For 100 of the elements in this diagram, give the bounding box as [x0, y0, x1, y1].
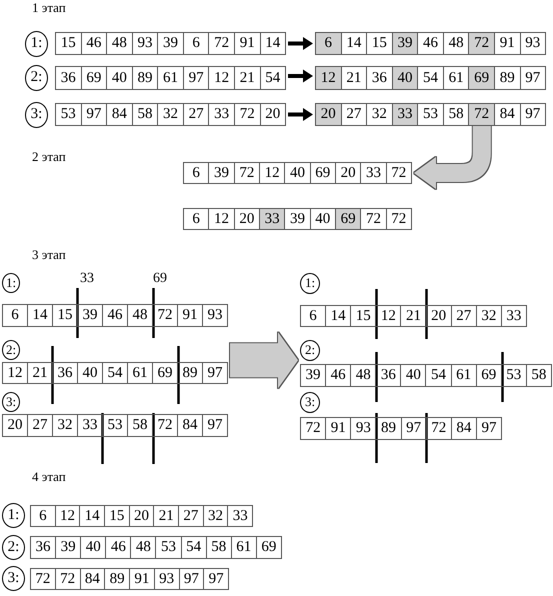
number-cell: 46: [102, 305, 127, 326]
number-cell: 15: [52, 305, 77, 326]
number-cell: 93: [154, 569, 178, 589]
number-cell: 39: [284, 209, 310, 229]
number-cell: 61: [127, 363, 152, 383]
process-number-circle: 1:: [2, 503, 25, 528]
number-cell: 97: [520, 67, 546, 89]
number-cell: 84: [106, 104, 132, 125]
number-cell: 15: [104, 506, 129, 526]
shaded-number-cell: 72: [468, 104, 494, 125]
shaded-number-cell: 6: [316, 33, 341, 54]
number-cell: 72: [152, 305, 177, 326]
number-cell: 97: [80, 104, 106, 125]
number-cell: 12: [258, 163, 284, 183]
stage-heading: 4 этап: [32, 469, 66, 485]
number-array: [2, 362, 228, 384]
number-cell: 61: [157, 67, 183, 89]
block-arrow: [230, 332, 298, 388]
number-cell: 20: [334, 163, 360, 183]
number-cell: 6: [182, 33, 208, 54]
number-cell: 54: [180, 537, 206, 558]
number-cell-text: 36: [34, 538, 52, 557]
number-cell: 33: [77, 415, 102, 436]
number-cell: 32: [52, 415, 77, 436]
number-cell: 53: [102, 415, 127, 436]
number-cell-text: 15: [60, 34, 77, 53]
number-cell: 54: [417, 67, 443, 89]
number-cell-text: 6: [308, 307, 318, 326]
number-cell: 69: [476, 365, 501, 386]
number-cell-text: 6: [191, 210, 201, 229]
number-cell: 48: [130, 537, 156, 558]
number-cell: 97: [400, 418, 426, 439]
number-cell: 21: [340, 67, 366, 89]
number-cell: 58: [526, 365, 551, 386]
number-cell: 72: [54, 569, 80, 589]
number-cell: 36: [375, 365, 400, 386]
number-array: [315, 32, 546, 55]
number-cell-text: 72: [34, 570, 52, 589]
process-number-circle: 3:: [2, 392, 20, 412]
number-cell-text: 72: [304, 419, 322, 438]
number-cell: 14: [340, 33, 366, 54]
number-cell: 46: [325, 365, 350, 386]
number-cell: 14: [325, 306, 350, 326]
number-cell: 39: [77, 305, 102, 326]
stage-heading: 1 этап: [32, 0, 66, 16]
number-cell: 12: [375, 306, 400, 326]
number-array: [300, 417, 502, 440]
number-cell: 97: [202, 415, 227, 436]
process-number-circle: 3:: [25, 102, 48, 128]
process-number-circle: 2:: [300, 340, 320, 361]
number-cell: 91: [129, 569, 154, 589]
shaded-number-cell: 39: [392, 33, 418, 54]
number-cell-text: 6: [191, 164, 201, 183]
number-cell: 72: [426, 418, 451, 439]
number-cell: 33: [208, 104, 234, 125]
number-cell: 21: [153, 506, 178, 526]
number-array: [315, 103, 546, 126]
shaded-number-cell: 40: [392, 67, 418, 89]
number-cell: 14: [27, 305, 52, 326]
process-number-circle: 2:: [2, 535, 25, 560]
number-cell-text: 12: [6, 364, 24, 383]
number-array: [183, 162, 412, 184]
number-cell: 32: [476, 306, 501, 326]
number-cell: 97: [178, 569, 204, 589]
number-cell-text: 53: [60, 105, 77, 124]
number-cell: 32: [202, 506, 228, 526]
number-cell: 27: [182, 104, 208, 125]
arrow: [288, 70, 313, 82]
number-cell: 72: [152, 415, 177, 436]
number-cell: 58: [206, 537, 231, 558]
process-number-circle: 1:: [25, 31, 48, 57]
number-cell: 12: [54, 506, 80, 526]
number-cell: 54: [425, 365, 451, 386]
number-array: [30, 505, 253, 527]
stage-heading: 3 этап: [32, 247, 66, 263]
shaded-number-cell: 69: [468, 67, 494, 89]
number-cell: 84: [494, 104, 520, 125]
number-cell-text: 20: [6, 416, 24, 435]
number-cell: 84: [177, 415, 202, 436]
number-cell: 97: [202, 363, 227, 383]
number-array: [30, 568, 229, 590]
number-cell: 72: [234, 104, 260, 125]
number-cell: 33: [227, 506, 252, 526]
number-cell: 72: [386, 163, 411, 183]
number-cell: 27: [340, 104, 366, 125]
number-cell: 39: [55, 537, 80, 558]
number-cell: 53: [500, 365, 526, 386]
number-cell: 72: [234, 163, 259, 183]
number-cell: 93: [132, 33, 158, 54]
shaded-number-cell: 33: [258, 209, 284, 229]
number-cell: 69: [310, 163, 335, 183]
shaded-number-cell: 33: [392, 104, 418, 125]
number-cell: 97: [520, 104, 546, 125]
number-cell-text: 39: [304, 366, 322, 385]
number-cell: 69: [152, 363, 177, 383]
number-cell: 69: [256, 537, 281, 558]
process-number-circle: 1:: [300, 273, 320, 294]
number-cell: 93: [350, 418, 376, 439]
number-cell: 89: [132, 67, 158, 89]
number-cell: 97: [476, 418, 501, 439]
